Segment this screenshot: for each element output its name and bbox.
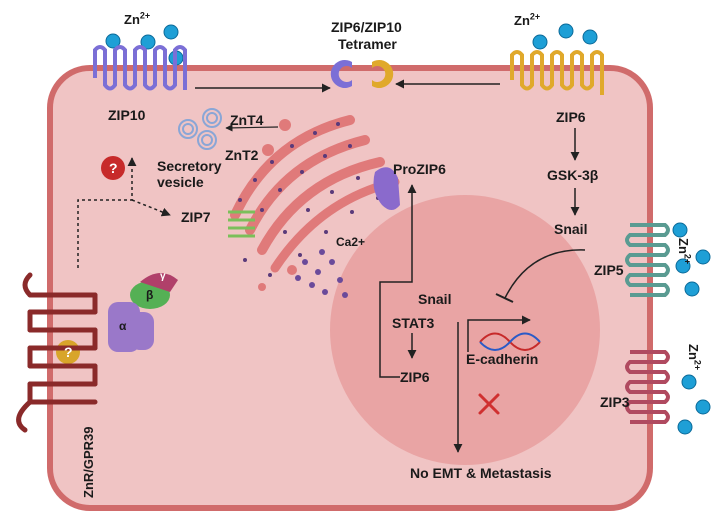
zinc-label-zip5: Zn2+ bbox=[676, 238, 693, 265]
znr-gpr39-label: ZnR/GPR39 bbox=[81, 426, 96, 498]
znt4-label: ZnT4 bbox=[230, 112, 264, 128]
secretory-vesicles bbox=[178, 108, 222, 150]
g-beta-label: β bbox=[146, 288, 154, 302]
zip7-label: ZIP7 bbox=[181, 209, 211, 225]
zip6-nucleus-label: ZIP6 bbox=[400, 369, 430, 385]
snail-nucleus-label: Snail bbox=[418, 291, 452, 307]
calcium-ions bbox=[295, 249, 348, 298]
zinc-label-top-right: Zn2+ bbox=[514, 11, 541, 28]
zinc-ion bbox=[672, 222, 688, 238]
zip6-zip10-tetramer bbox=[330, 60, 394, 89]
g-alpha-label: α bbox=[119, 319, 127, 333]
zip3-transporter bbox=[625, 350, 670, 424]
zinc-ion bbox=[140, 34, 156, 50]
zinc-label-top-left: Zn2+ bbox=[124, 10, 151, 27]
zip3-label: ZIP3 bbox=[600, 394, 630, 410]
zinc-ion bbox=[105, 33, 121, 49]
dotted-arrow-to-zip7 bbox=[131, 199, 171, 217]
zinc-ion bbox=[684, 281, 700, 297]
zip6-right-label: ZIP6 bbox=[556, 109, 586, 125]
tetramer-title-line1: ZIP6/ZIP10 bbox=[331, 19, 402, 35]
no-emt-label: No EMT & Metastasis bbox=[410, 465, 552, 481]
nucleus bbox=[330, 195, 600, 465]
zip5-transporter bbox=[625, 223, 670, 297]
tetramer-title-line2: Tetramer bbox=[338, 36, 397, 52]
inhibit-snail bbox=[504, 249, 586, 299]
zip10-label: ZIP10 bbox=[108, 107, 146, 123]
zip6-transporter bbox=[510, 50, 604, 95]
vesicle-label: vesicle bbox=[157, 174, 204, 190]
stat3-label: STAT3 bbox=[392, 315, 435, 331]
secretory-label: Secretory bbox=[157, 158, 222, 174]
zinc-ion bbox=[681, 374, 697, 390]
ribosomes bbox=[238, 122, 380, 277]
block-x-icon bbox=[478, 393, 500, 415]
arrow-zip6-to-prozip6 bbox=[379, 184, 417, 378]
question-mark-gold: ? bbox=[64, 344, 73, 360]
arrow-znt4 bbox=[225, 124, 279, 132]
zip10-transporter bbox=[93, 45, 187, 91]
ca2-label: Ca2+ bbox=[336, 235, 366, 249]
zinc-ion bbox=[695, 399, 711, 415]
g-protein-complex bbox=[108, 272, 178, 352]
question-circle-red bbox=[101, 156, 125, 180]
zip5-label: ZIP5 bbox=[594, 262, 624, 278]
question-mark-red: ? bbox=[109, 160, 118, 176]
dna-helix bbox=[479, 332, 541, 351]
gsk-label: GSK-3β bbox=[547, 167, 599, 183]
ecadherin-label: E-cadherin bbox=[466, 351, 539, 367]
zinc-label-zip3: Zn2+ bbox=[686, 344, 703, 371]
zinc-ion bbox=[675, 258, 691, 274]
zinc-ion bbox=[558, 23, 574, 39]
zip7-transporter bbox=[228, 210, 255, 238]
inhibit-bar bbox=[495, 293, 514, 303]
zinc-ion bbox=[532, 34, 548, 50]
g-gamma-label: γ bbox=[160, 271, 166, 282]
snail-right-label: Snail bbox=[554, 221, 588, 237]
golgi-vesicles bbox=[258, 119, 297, 291]
zinc-ion bbox=[677, 419, 693, 435]
znt2-label: ZnT2 bbox=[225, 147, 259, 163]
zinc-ion bbox=[695, 249, 711, 265]
prozip6-protein bbox=[373, 167, 400, 210]
zinc-ion bbox=[163, 24, 179, 40]
zinc-ion bbox=[582, 29, 598, 45]
arrow-snail-to-ecadherin bbox=[467, 315, 531, 352]
gpr39-receptor bbox=[16, 272, 98, 433]
prozip6-label: ProZIP6 bbox=[393, 161, 446, 177]
